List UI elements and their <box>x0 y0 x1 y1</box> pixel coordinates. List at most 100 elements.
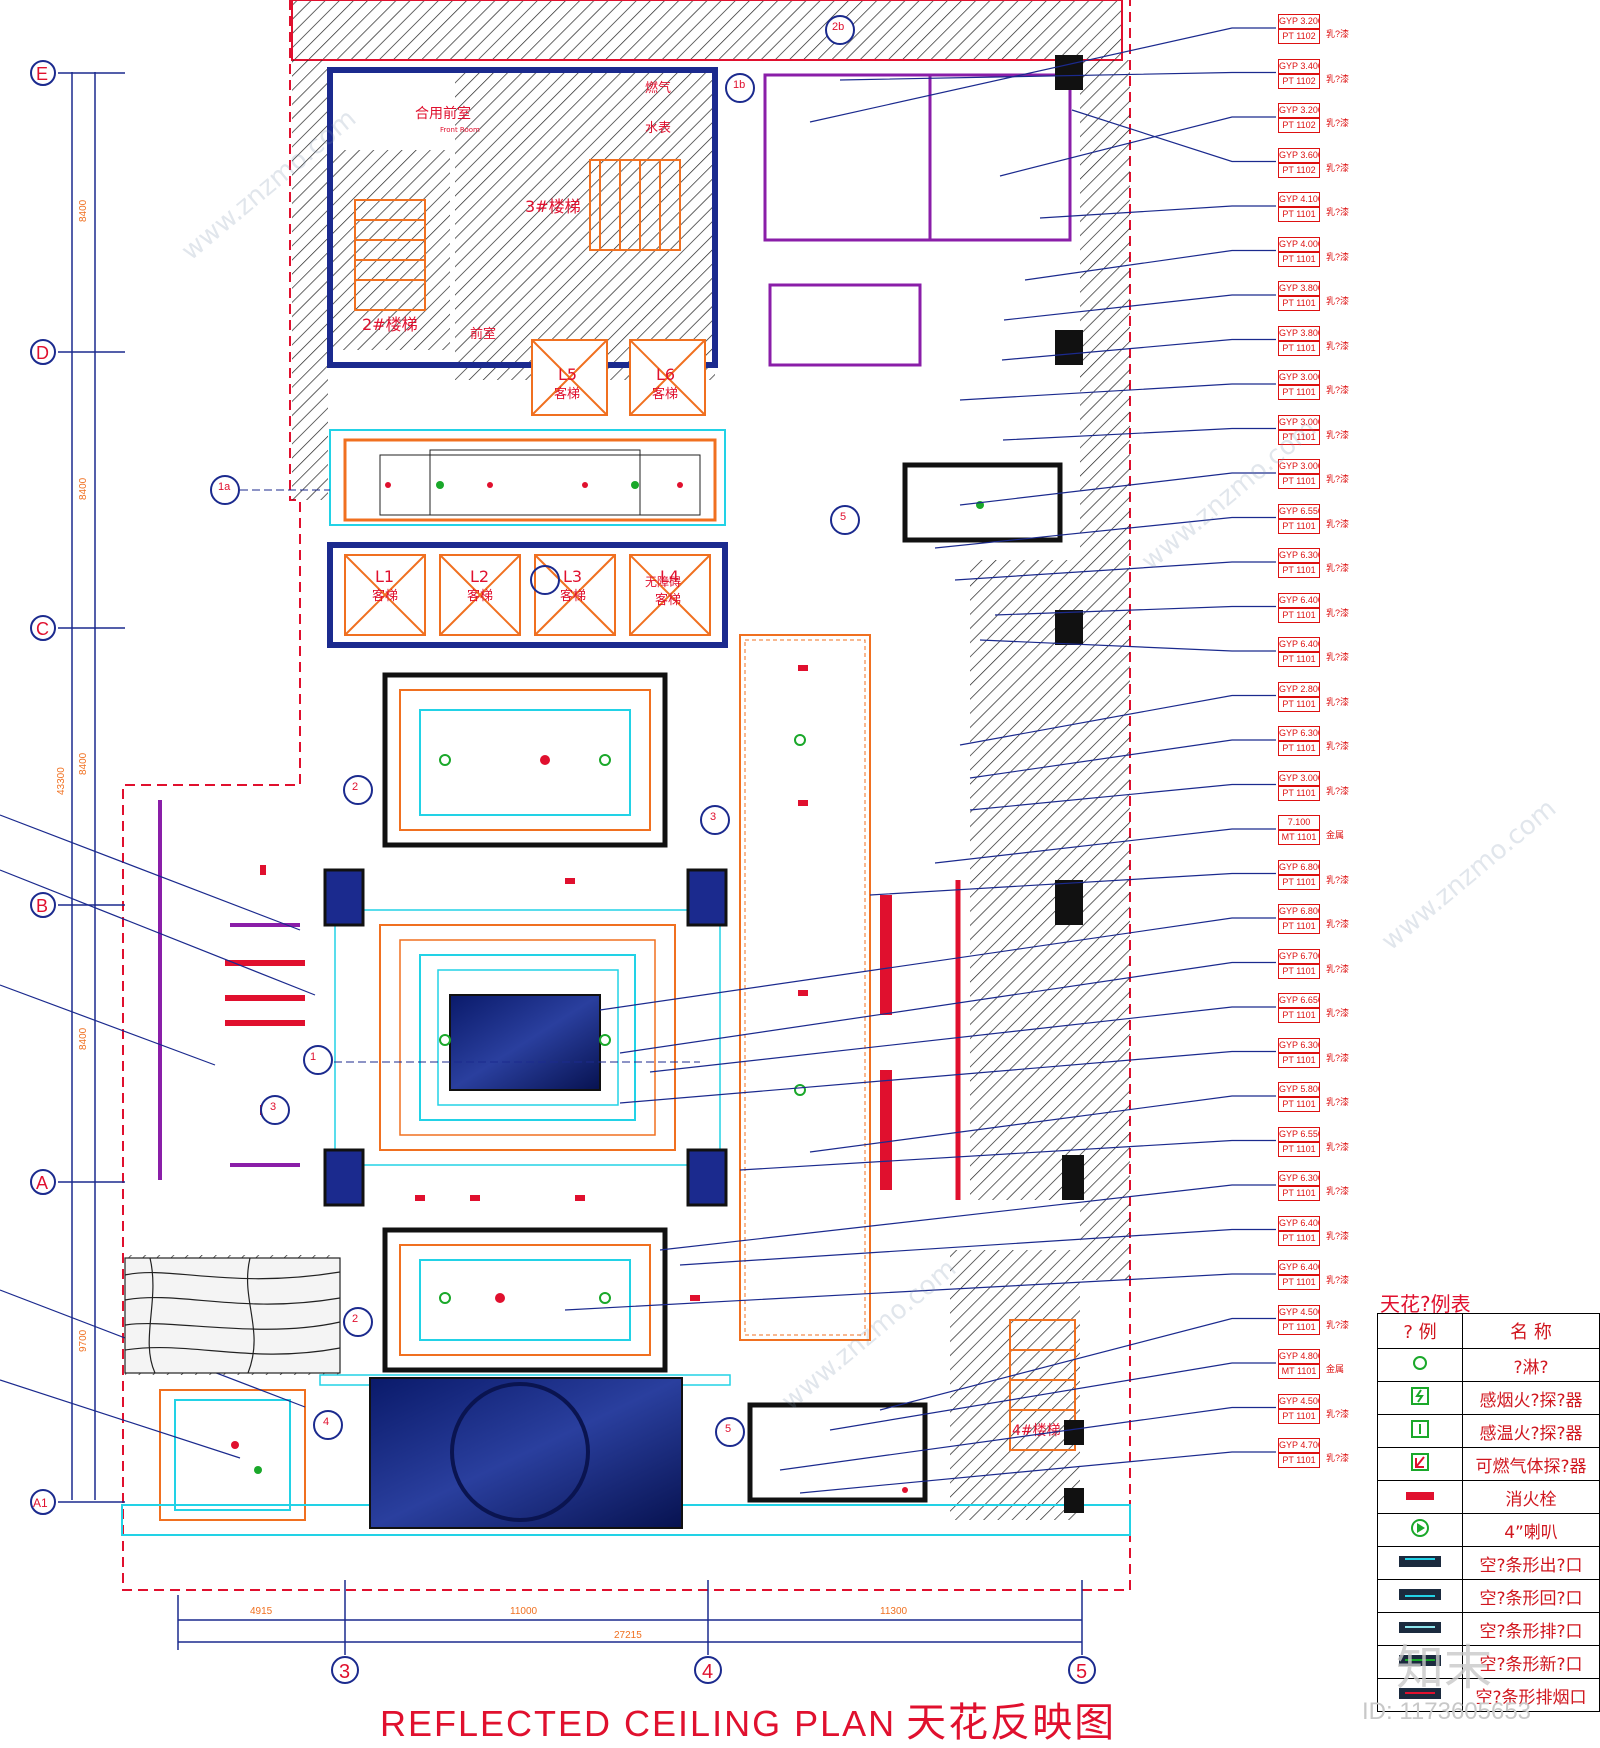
ceiling-tag-height: GYP 3.800 <box>1278 281 1320 296</box>
ceiling-tag-height: GYP 5.800 <box>1278 1082 1320 1097</box>
gas-detector-icon <box>1377 1447 1463 1481</box>
ceiling-tag-material: PT 1101 <box>1278 1052 1320 1068</box>
ceiling-tag-material: PT 1102 <box>1278 29 1320 44</box>
svg-text:5: 5 <box>840 511 846 523</box>
elev-l1: L1 <box>375 567 394 586</box>
legend-row: 空?条形出?口 <box>1377 1546 1600 1580</box>
room-gas: 燃气 <box>645 80 671 96</box>
svg-text:2: 2 <box>352 781 358 793</box>
grid-row-d: D <box>36 343 49 363</box>
svg-text:2: 2 <box>352 1313 358 1325</box>
ceiling-tag-material: PT 1101 <box>1278 340 1320 356</box>
ceiling-tag-height: GYP 3.000 <box>1278 414 1320 430</box>
ceiling-tag-material: PT 1101 <box>1278 1408 1320 1424</box>
elev-l5: L5 <box>558 365 577 384</box>
elev-l4-type: 客梯 <box>655 592 681 608</box>
tag-leaders <box>564 27 1276 1494</box>
ceiling-tag-material: PT 1101 <box>1278 1230 1320 1246</box>
tag-leader-line <box>1024 249 1276 281</box>
dim-v5: 9700 <box>78 1329 89 1352</box>
ceiling-tag-height: GYP 6.400 <box>1278 592 1320 608</box>
ceiling-tag-height: GYP 3.200 <box>1278 14 1320 29</box>
ceiling-tag-material: PT 1102 <box>1278 162 1320 178</box>
ceiling-tag-finish: 乳?漆 <box>1326 652 1350 662</box>
grid-row-e: E <box>36 64 48 84</box>
room-labels: 合用前室 Front Room 燃气 水表 3#楼梯 2#楼梯 前室 4#楼梯 … <box>362 80 1061 1439</box>
ceiling-tag-material: PT 1101 <box>1278 1453 1320 1468</box>
elev-l3-type: 客梯 <box>560 588 586 604</box>
tag-leader-line <box>934 828 1276 864</box>
ceiling-tag-material: PT 1101 <box>1278 874 1320 890</box>
ceiling-tag-material: PT 1101 <box>1278 741 1320 756</box>
ceiling-tag-height: GYP 6.550 <box>1278 503 1320 519</box>
ceiling-tag-material: PT 1101 <box>1278 251 1320 267</box>
ceiling-tag-material: PT 1101 <box>1278 429 1320 445</box>
ceiling-tag-finish: 金属 <box>1326 1364 1345 1374</box>
ceiling-tag-material: PT 1101 <box>1278 518 1320 534</box>
ceiling-tag-finish: 乳?漆 <box>1326 1141 1350 1152</box>
tag-leader-line <box>934 516 1276 549</box>
ceiling-tag-height: GYP 6.800 <box>1278 904 1320 919</box>
tag-leader-line <box>829 1362 1276 1431</box>
ceiling-tag-finish: 乳?漆 <box>1326 118 1350 128</box>
svg-text:1: 1 <box>310 1051 316 1063</box>
ceiling-tag-finish: 乳?漆 <box>1326 1408 1350 1419</box>
ceiling-tag-material: PT 1101 <box>1278 1097 1320 1112</box>
ceiling-tag-height: 7.100 <box>1278 815 1320 830</box>
tag-leader-line <box>959 694 1276 746</box>
room-front2: 前室 <box>470 326 496 342</box>
legend-col-name: 名 称 <box>1462 1313 1600 1349</box>
grid-row-a1: A1 <box>33 1496 48 1510</box>
svg-text:3: 3 <box>710 811 716 823</box>
elevators <box>344 339 711 636</box>
ceiling-tag-height: GYP 3.000 <box>1278 370 1320 385</box>
legend-item-name: 空?条形排烟口 <box>1462 1678 1600 1712</box>
ceiling-tag-finish: 乳?漆 <box>1326 607 1350 618</box>
legend-row: 感温火?探?器 <box>1377 1414 1600 1448</box>
grid-col-3: 3 <box>339 1661 350 1683</box>
legend-item-name: 空?条形排?口 <box>1462 1612 1600 1646</box>
ceiling-tag-height: GYP 6.550 <box>1278 1126 1320 1142</box>
ceiling-tag-finish: 乳?漆 <box>1326 919 1350 929</box>
ceiling-tag-finish: 金属 <box>1326 830 1345 840</box>
ceiling-tag-finish: 乳?漆 <box>1326 563 1350 573</box>
stairs <box>354 159 1076 1451</box>
circle-green-icon <box>1377 1348 1463 1382</box>
ceiling-tag-finish: 乳?漆 <box>1326 518 1350 529</box>
ceiling-tag-height: GYP 6.300 <box>1278 1171 1320 1186</box>
section-markers: 1a 2 2 1 3 3 5 5 4 2b 1b <box>210 15 860 1447</box>
legend-row: ?淋? <box>1377 1348 1600 1382</box>
ceiling-tag-height: GYP 4.500 <box>1278 1304 1320 1320</box>
svg-text:5: 5 <box>725 1423 731 1435</box>
tag-leader-line <box>879 1317 1276 1411</box>
core-rooms <box>327 67 728 648</box>
tag-leader-line <box>564 1273 1276 1311</box>
ceiling-tag-height: GYP 3.200 <box>1278 103 1320 118</box>
wood-feature <box>124 1257 341 1374</box>
ceiling-tag-material: PT 1101 <box>1278 607 1320 623</box>
grid-col-4: 4 <box>702 1661 713 1683</box>
grid-row-b: B <box>36 896 48 916</box>
diffusers <box>225 895 892 1190</box>
dim-v4: 8400 <box>78 1027 89 1050</box>
svg-text:1b: 1b <box>733 79 745 91</box>
elev-l3: L3 <box>563 567 582 586</box>
dim-v2: 8400 <box>78 477 89 500</box>
legend-item-name: 消火栓 <box>1462 1480 1600 1514</box>
ceiling-tag-material: PT 1101 <box>1278 563 1320 578</box>
